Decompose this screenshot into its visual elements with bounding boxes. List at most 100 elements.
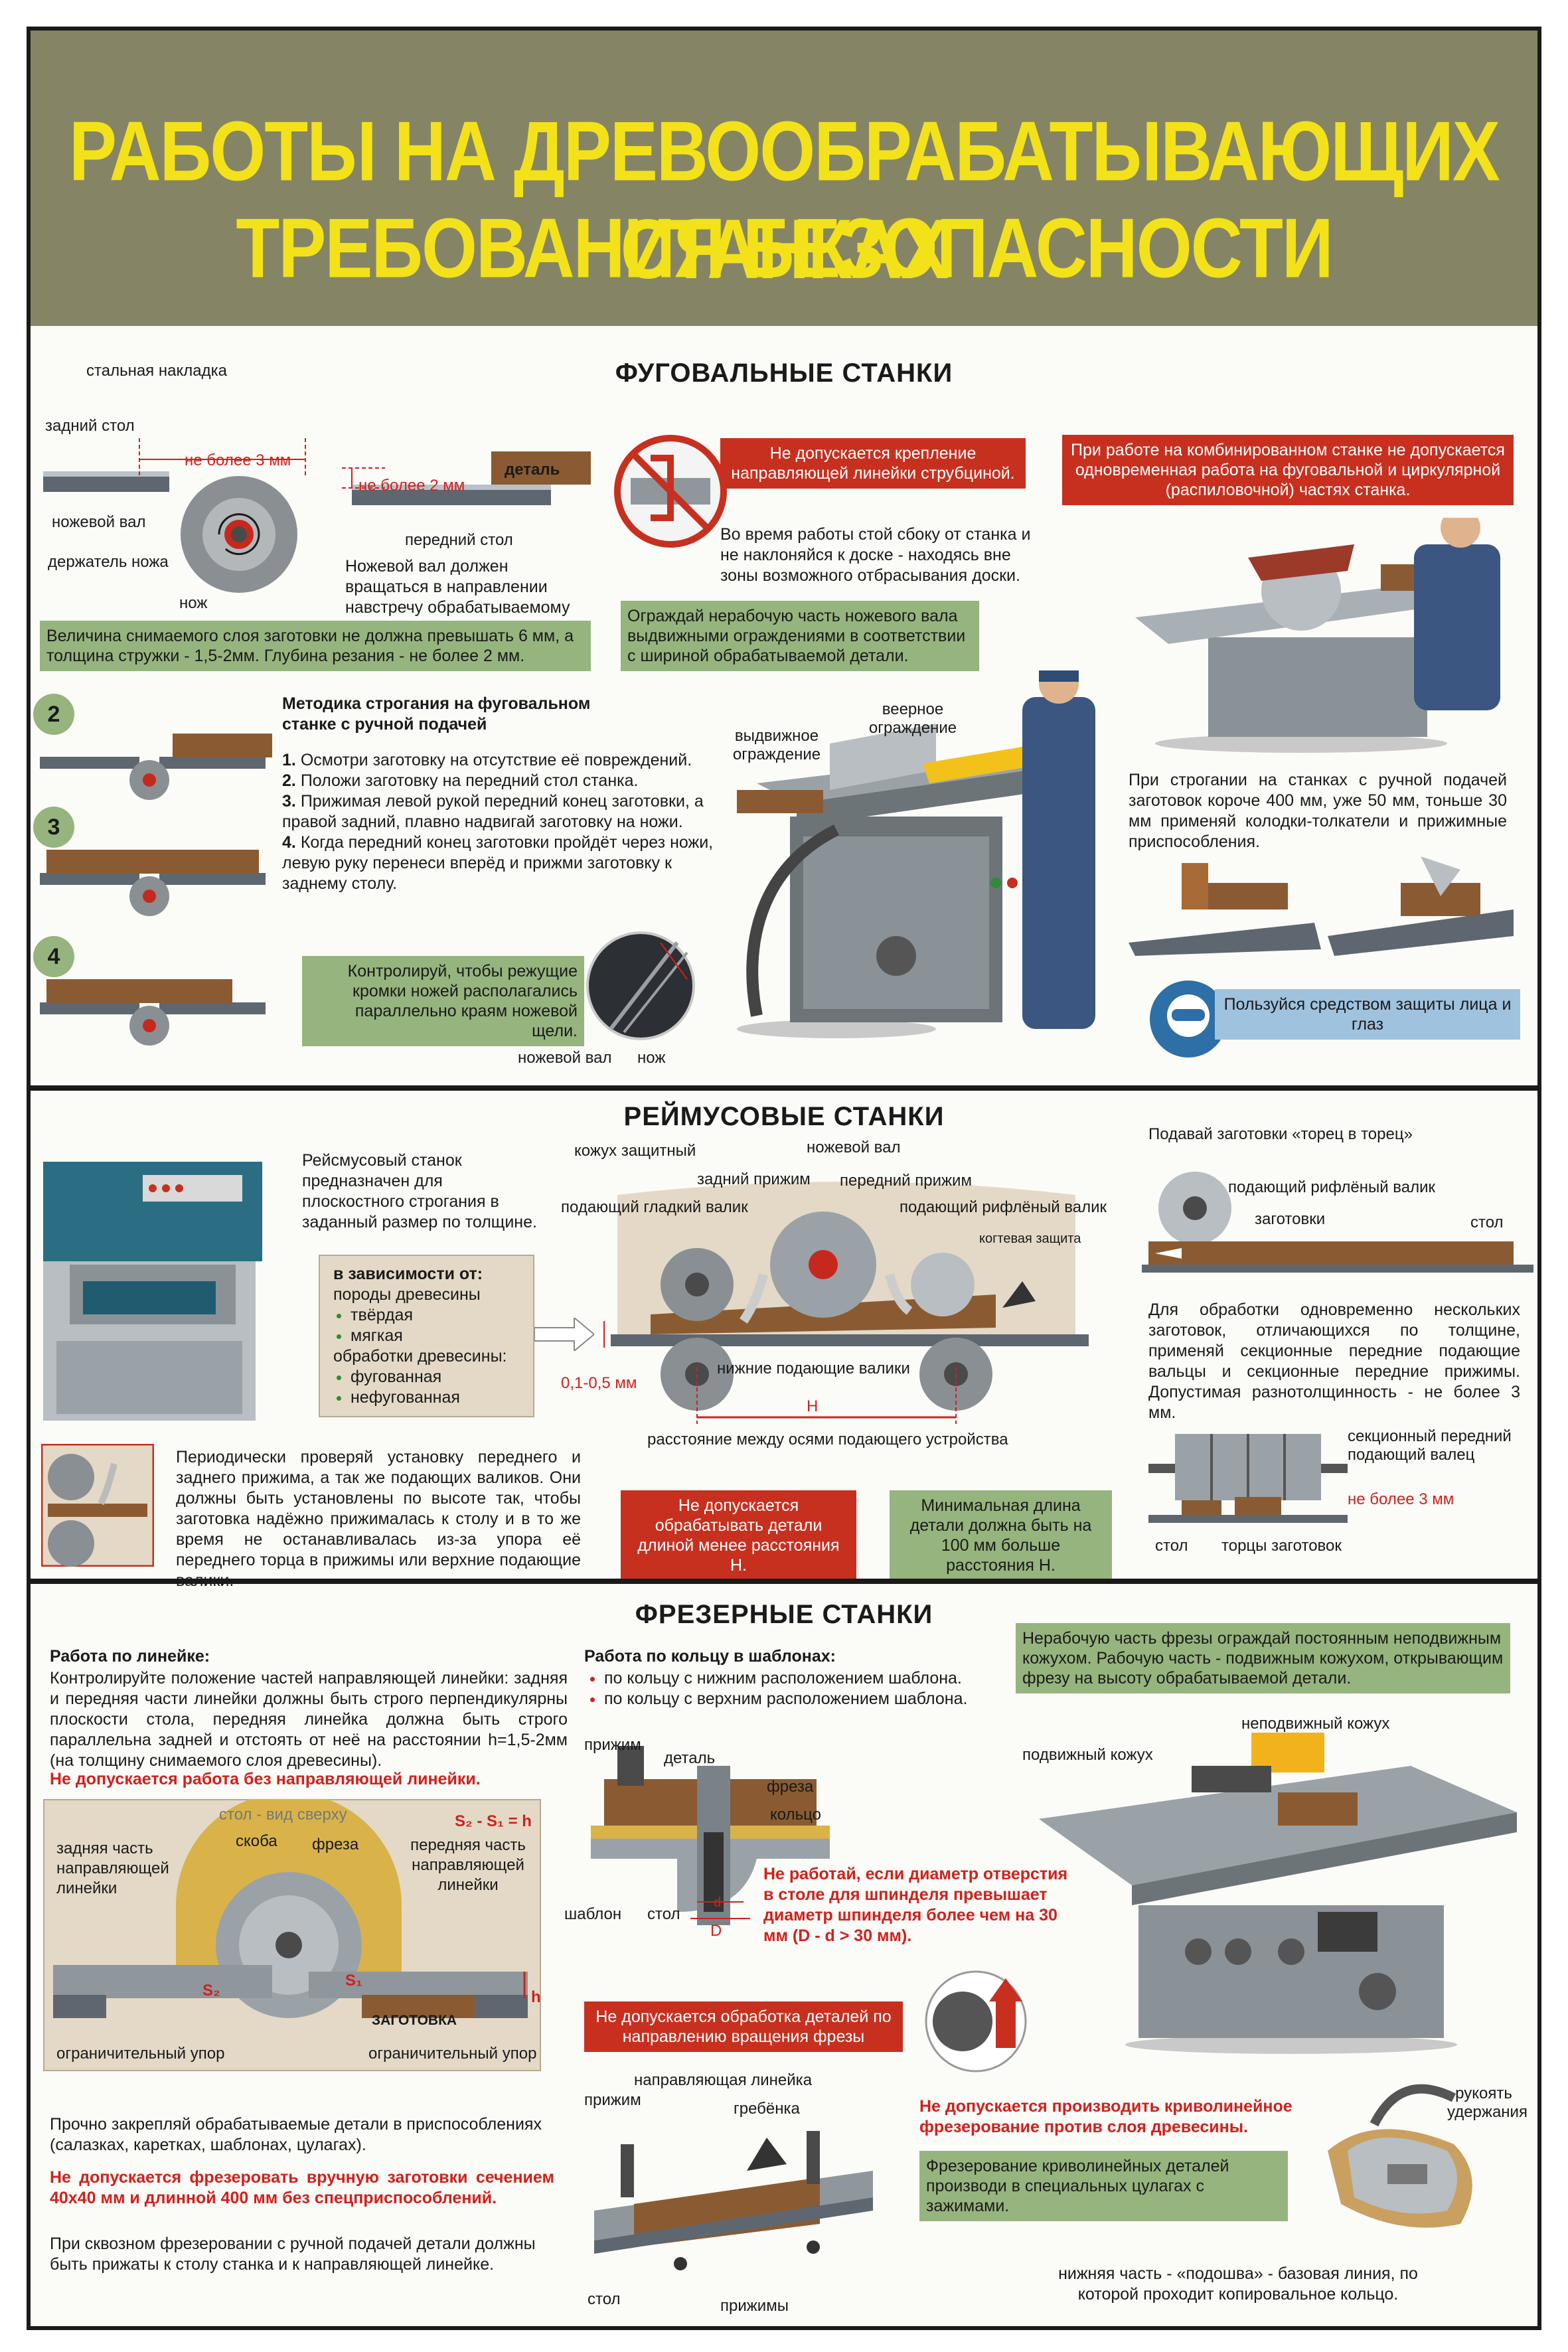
label-guard-cover: кожух защитный [574, 1142, 696, 1160]
label-rear-clamp: задний прижим [697, 1170, 811, 1188]
label-planer-table: стол [1470, 1214, 1504, 1231]
label-cutter-shaft: ножевой вал [52, 513, 146, 531]
jointer-section-title: ФУГОВАЛЬНЫЕ СТАНКИ [615, 358, 953, 388]
label-d-large: D [710, 1922, 722, 1940]
label-guide-clamp: прижим [584, 2091, 641, 2109]
direction-warning: Не допускается обработка деталей по напр… [584, 2001, 903, 2052]
arrow-right-icon [534, 1318, 594, 1351]
label-formula: S₂ - S₁ = h [455, 1812, 532, 1830]
label-ring-clamp: прижим [584, 1736, 641, 1754]
end-to-end-diagram [1142, 1172, 1533, 1273]
label-knife: нож [179, 594, 208, 612]
depends-item-3: обработки древесины: [333, 1347, 507, 1366]
label-max-3mm-planer: не более 3 мм [1348, 1490, 1454, 1508]
label-sectional-roller: секционный передний подающий валец [1348, 1427, 1512, 1464]
steps-illustration [40, 734, 272, 1046]
sectional-roller-diagram [1148, 1434, 1348, 1523]
depends-item-1: твёрдая [351, 1305, 520, 1326]
label-guide-ruler: направляющая линейка [634, 2071, 813, 2089]
pusher-illustration [1129, 856, 1514, 956]
label-max-2mm: не более 2 мм [358, 477, 465, 495]
label-max-3mm: не более 3 мм [185, 451, 291, 469]
label-top-view: стол - вид сверху [219, 1806, 347, 1824]
label-blank: ЗАГОТОВКА [372, 2013, 457, 2028]
divider-2 [31, 1579, 1537, 1584]
combined-warning: При работе на комбинированном станке не … [1062, 435, 1514, 505]
ruler-title: Работа по линейке: [50, 1647, 210, 1666]
pusher-note: При строгании на станках с ручной подаче… [1129, 771, 1507, 851]
label-stop-left: ограничительный упор [56, 2045, 225, 2063]
milling-section-title: ФРЕЗЕРНЫЕ СТАНКИ [635, 1600, 933, 1629]
poster-title-line1: РАБОТЫ НА ДРЕВООБРАБАТЫВАЮЩИХ СТАНКАХ [69, 103, 1500, 297]
top-view-diagram [53, 1799, 528, 2018]
layer-note: Величина снимаемого слоя заготовки не до… [40, 621, 591, 671]
label-h-milling: h [531, 1988, 541, 2006]
ring-title: Работа по кольцу в шаблонах: [584, 1647, 836, 1666]
label-steel-plate: стальная накладка [86, 362, 227, 380]
ring-item-0: по кольцу с нижним расположением шаблона… [604, 1668, 1016, 1689]
poster-title-line2: ТРЕБОВАНИЯ БЕЗОПАСНОСТИ [236, 200, 1333, 295]
label-s2: S₂ [202, 1982, 220, 1999]
label-shaft-closeup: ножевой вал [518, 1049, 612, 1067]
label-lower-rollers: нижние подающие валики [717, 1360, 910, 1377]
label-ends: торцы заготовок [1221, 1537, 1342, 1555]
label-ring: кольцо [770, 1806, 821, 1824]
label-front-table: передний стол [405, 531, 513, 549]
ring-template-diagram [591, 1746, 830, 1925]
ring-item-1: по кольцу с верхним расположением шаблон… [604, 1689, 1016, 1709]
label-knife-closeup: нож [637, 1049, 666, 1067]
edges-note: Контролируй, чтобы режущие кромки ножей … [302, 956, 584, 1046]
method-step-1: 1. Осмотри заготовку на отсутствие её по… [282, 751, 692, 769]
hole-warning: Не работай, если диаметр отверстия в сто… [763, 1865, 1068, 1945]
label-guide-table: стол [588, 2290, 621, 2308]
label-fixed-cover: неподвижный кожух [1241, 1715, 1390, 1733]
knife-edge-closeup [586, 931, 695, 1040]
method-step-2: 2. Положи заготовку на передний стол ста… [282, 771, 639, 790]
label-comb: гребёнка [734, 2100, 800, 2118]
depends-item-4: фугованная [351, 1367, 520, 1387]
poster-header: РАБОТЫ НА ДРЕВООБРАБАТЫВАЮЩИХ СТАНКАХ ТР… [31, 31, 1537, 326]
planer-diagram [603, 1182, 1089, 1424]
guard-note: Ограждай нерабочую часть ножевого вала в… [621, 601, 979, 671]
depends-item-0: породы древесины [333, 1285, 481, 1304]
planer-machine-illustration [43, 1162, 262, 1421]
ppe-note: Пользуйся средством защиты лица и глаз [1215, 989, 1520, 1040]
label-planer-shaft: ножевой вал [807, 1138, 901, 1156]
sole-note: нижняя часть - «подошва» - базовая линия… [1058, 2264, 1418, 2304]
end-to-end-note: Подавай заготовки «торец в торец» [1148, 1125, 1413, 1143]
face-shield-icon [1150, 980, 1227, 1058]
manual-warning: Не допускается фрезеровать вручную загот… [50, 2168, 554, 2207]
label-guide-clamps: прижимы [720, 2297, 789, 2315]
depends-item-5: нефугованная [351, 1387, 520, 1408]
guide-ruler-diagram [594, 2131, 873, 2270]
label-template: шаблон [564, 1905, 622, 1923]
label-feed-roller: подающий рифлёный валик [1228, 1178, 1436, 1196]
step-number-4: 4 [33, 936, 74, 977]
short-part-warning: Не допускается обрабатывать детали длино… [621, 1490, 856, 1581]
method-step-4: 4. Когда передний конец заготовки пройдё… [282, 833, 714, 893]
label-grooved-roller: подающий рифлёный валик [900, 1198, 1107, 1216]
label-fan-guard: веерное ограждение [868, 700, 957, 737]
planer-intro: Рейсмусовый станок предназначен для плос… [302, 1151, 537, 1231]
cutter-direction-icon [925, 1970, 1027, 2073]
label-d-small: d [714, 1895, 722, 1910]
label-stop-right: ограничительный упор [368, 2045, 537, 2063]
label-ring-part: деталь [664, 1749, 716, 1767]
method-step-3: 3. Прижимая левой рукой передний конец з… [282, 792, 704, 831]
label-bracket: скоба [236, 1832, 277, 1850]
min-length-note: Минимальная длина детали должна быть на … [890, 1490, 1112, 1581]
label-rear-ruler: задняя часть направляющей линейки [56, 1840, 169, 1897]
curve-jig-illustration [1328, 2084, 1472, 2228]
label-knife-holder: держатель ножа [48, 553, 169, 571]
label-s1: S₁ [345, 1972, 362, 1990]
label-front-ruler: передняя часть направляющей линейки [410, 1836, 526, 1894]
jointer-machine-illustration [737, 670, 1095, 1038]
depends-item-2: мягкая [351, 1326, 520, 1346]
fix-note: Прочно закрепляй обрабатываемые детали в… [50, 2115, 542, 2154]
label-claw-guard: когтевая защита [979, 1231, 1081, 1246]
clamp-warning: Не допускается крепление направляющей ли… [720, 438, 1026, 489]
label-rear-table: задний стол [45, 417, 135, 435]
label-milling-cutter: фреза [312, 1836, 359, 1853]
multi-note: Для обработки одновременно нескольких за… [1148, 1300, 1520, 1422]
label-part: деталь [505, 461, 560, 479]
